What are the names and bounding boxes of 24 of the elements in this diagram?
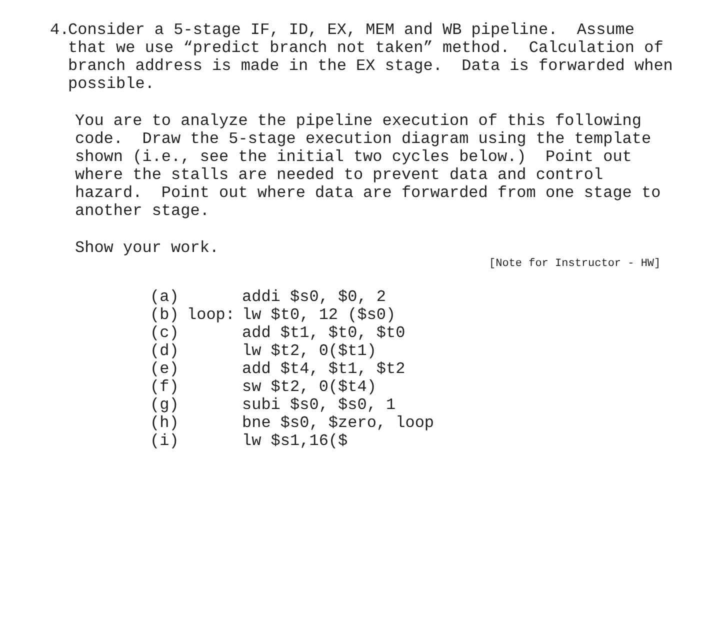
line-label: (e): [150, 360, 179, 378]
line-label: (a): [150, 288, 179, 306]
line-label: (i): [150, 432, 179, 450]
code-line: add $t1, $t0, $t0: [242, 324, 406, 342]
code-label: loop:: [187, 306, 236, 324]
note-text: [Note for Instructor - HW]: [489, 257, 661, 271]
paragraph: You are to analyze the pipeline execution of this following code. Draw the 5-stage execution diagram using the template shown (i.e., see the initial two cycles below.) Point out where the stalls are needed to prevent data and control hazard. Point out where data are forwarded from one stage to another stage.: [75, 112, 662, 220]
line-label: (h): [150, 414, 179, 432]
paragraph: Consider a 5-stage IF, ID, EX, MEM and WB pipeline. Assume that we use “predict branch not taken” method. Calculation of branch address is made in the EX stage. Data is forwarded when possible.: [68, 21, 674, 93]
line-label: (f): [150, 378, 179, 396]
code-line: lw $t2, 0($t1): [242, 342, 376, 360]
code-line: sw $t2, 0($t4): [242, 378, 376, 396]
instruction-text: Show your work.: [75, 239, 220, 257]
code-line: add $t4, $t1, $t2: [242, 360, 406, 378]
question-number: 4.: [50, 21, 70, 39]
line-label: (c): [150, 324, 179, 342]
line-label: (b): [150, 306, 179, 324]
code-line: addi $s0, $0, 2: [242, 288, 386, 306]
code-line: lw $s1,16($: [242, 432, 348, 450]
code-line: subi $s0, $s0, 1: [242, 396, 396, 414]
line-label: (d): [150, 342, 179, 360]
code-line: bne $s0, $zero, loop: [242, 414, 434, 432]
code-line: lw $t0, 12 ($s0): [242, 306, 396, 324]
line-label: (g): [150, 396, 179, 414]
